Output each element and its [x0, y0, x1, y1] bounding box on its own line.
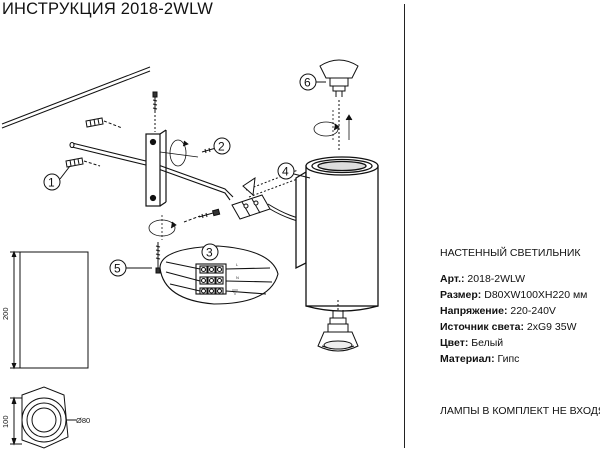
callout-6-label: 6: [304, 76, 311, 90]
spec-key: Арт.:: [440, 273, 465, 285]
diameter-dimension: Ø80: [76, 416, 90, 425]
vertical-divider: [404, 4, 405, 448]
spec-value: 220-240V: [510, 305, 556, 317]
dowels: [65, 117, 104, 168]
spec-light-source: Источник света: 2xG9 35W: [440, 319, 587, 335]
lamps-not-included-note: ЛАМПЫ В КОМПЛЕКТ НЕ ВХОДЯТ: [440, 405, 600, 417]
assembly-arrow: [242, 169, 301, 198]
terminal-block: [231, 194, 307, 224]
callout-4-label: 4: [282, 165, 289, 179]
callout-5: [109, 259, 152, 277]
spec-value: 2xG9 35W: [526, 321, 577, 333]
spec-value: 2018-2WLW: [467, 273, 525, 285]
wire-label-n: N: [236, 275, 239, 280]
ground-symbol-icon: [232, 289, 238, 295]
spec-key: Материал:: [440, 353, 495, 365]
wiring-detail: [159, 245, 279, 305]
callout-3: [201, 243, 219, 261]
assembly-drawing: L N 1 2 3 4 5 6 200: [1, 59, 379, 449]
callout-5-label: 5: [114, 262, 121, 276]
spec-key: Напряжение:: [440, 305, 508, 317]
spec-value: Гипс: [497, 353, 520, 365]
bottom-bulb: [317, 310, 359, 352]
callout-1: [43, 165, 71, 191]
spec-value: D80XW100XH220 мм: [484, 289, 588, 301]
top-view: [10, 386, 76, 449]
callout-2: [213, 137, 231, 155]
mounting-bracket: [145, 129, 167, 207]
wall-edge: [1, 66, 151, 129]
spec-material: Материал: Гипс: [440, 351, 587, 367]
bottom-screw: [155, 242, 161, 274]
spec-article: Арт.: 2018-2WLW: [440, 271, 587, 287]
callout-3-label: 3: [206, 246, 213, 260]
spec-size: Размер: D80XW100XH220 мм: [440, 287, 587, 303]
callout-6: [299, 73, 326, 91]
lamp-body: [295, 156, 379, 312]
height-dimension: 200: [1, 307, 10, 320]
top-bulb: [319, 59, 359, 97]
spec-key: Источник света:: [440, 321, 524, 333]
callout-1-label: 1: [48, 176, 55, 190]
side-view: [10, 250, 89, 370]
page-title: ИНСТРУКЦИЯ 2018-2WLW: [2, 0, 213, 18]
spec-key: Размер:: [440, 289, 482, 301]
spec-value: Белый: [471, 337, 504, 349]
product-type: НАСТЕННЫЙ СВЕТИЛЬНИК: [440, 247, 581, 259]
callout-4: [277, 162, 311, 180]
rotation-arrows: [148, 110, 353, 240]
spec-voltage: Напряжение: 220-240V: [440, 303, 587, 319]
spec-color: Цвет: Белый: [440, 335, 587, 351]
mounting-rod: [69, 141, 234, 201]
top-screw: [152, 91, 158, 113]
specs-list: Арт.: 2018-2WLW Размер: D80XW100XH220 мм…: [440, 271, 587, 367]
wire-label-l: L: [236, 262, 239, 267]
depth-dimension: 100: [1, 415, 10, 428]
spec-key: Цвет:: [440, 337, 469, 349]
callout-2-label: 2: [218, 140, 225, 154]
